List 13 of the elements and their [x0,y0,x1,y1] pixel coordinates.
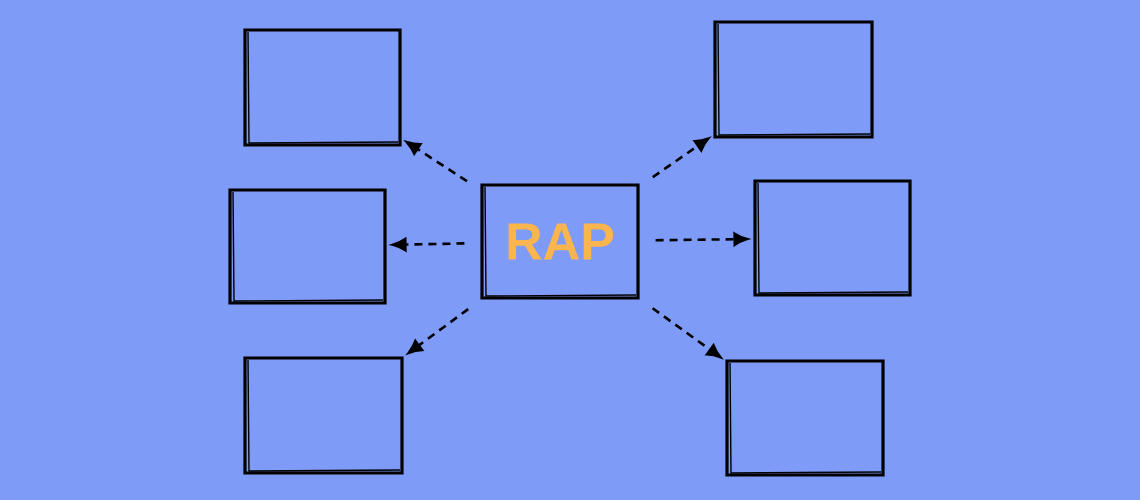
empty-box [753,179,912,297]
empty-box [228,188,387,305]
arrow [651,307,722,359]
empty-box [243,28,402,147]
empty-box [243,356,404,475]
text-box: RAP [480,183,640,300]
arrow [655,232,749,247]
arrow [405,141,468,183]
arrow [407,308,469,354]
empty-box [725,359,885,477]
arrow [391,237,465,252]
empty-box [713,20,874,139]
arrow [652,137,710,179]
